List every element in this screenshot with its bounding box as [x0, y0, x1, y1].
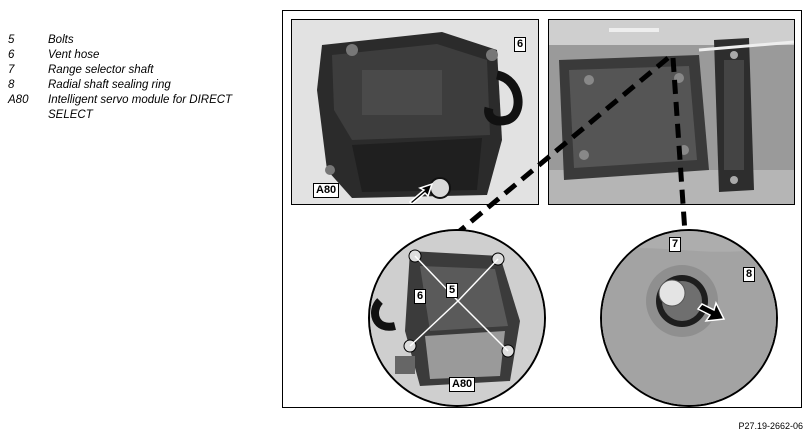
legend-text: Bolts: [48, 34, 74, 46]
legend-text: Vent hose: [48, 49, 100, 61]
callout-5: 5: [446, 283, 459, 298]
transmission-photo: [548, 19, 795, 205]
legend-code: 7: [8, 64, 15, 76]
servo-module-photo: [291, 19, 539, 205]
servo-module-drawing: [292, 20, 538, 204]
legend-row: 6 Vent hose: [8, 48, 270, 63]
legend-code: A80: [8, 94, 29, 106]
detail-circle-bolts: [368, 229, 546, 407]
shaft-detail-drawing: [602, 231, 776, 405]
legend-text: Intelligent servo module for DIRECT SELE…: [48, 94, 233, 121]
legend-row: 5 Bolts: [8, 33, 270, 48]
legend-code: 8: [8, 79, 15, 91]
bolts-detail-drawing: [370, 231, 544, 405]
detail-circle-shaft: [600, 229, 778, 407]
legend-code: 6: [8, 49, 15, 61]
figure-frame: 6 A80: [282, 10, 802, 408]
callout-a80: A80: [313, 183, 340, 198]
legend-row: 8 Radial shaft sealing ring: [8, 78, 270, 93]
reference-number: P27.19-2662-06: [738, 421, 803, 431]
callout-6: 6: [414, 289, 427, 304]
legend-row: A80 Intelligent servo module for DIRECT …: [8, 93, 270, 123]
transmission-drawing: [549, 20, 794, 204]
legend-row: 7 Range selector shaft: [8, 63, 270, 78]
legend-text: Radial shaft sealing ring: [48, 79, 171, 91]
callout-7: 7: [669, 237, 682, 252]
legend-code: 5: [8, 34, 15, 46]
legend: 5 Bolts 6 Vent hose 7 Range selector sha…: [8, 33, 270, 123]
callout-a80: A80: [449, 377, 476, 392]
callout-6: 6: [514, 37, 527, 52]
legend-text: Range selector shaft: [48, 64, 154, 76]
callout-8: 8: [743, 267, 756, 282]
